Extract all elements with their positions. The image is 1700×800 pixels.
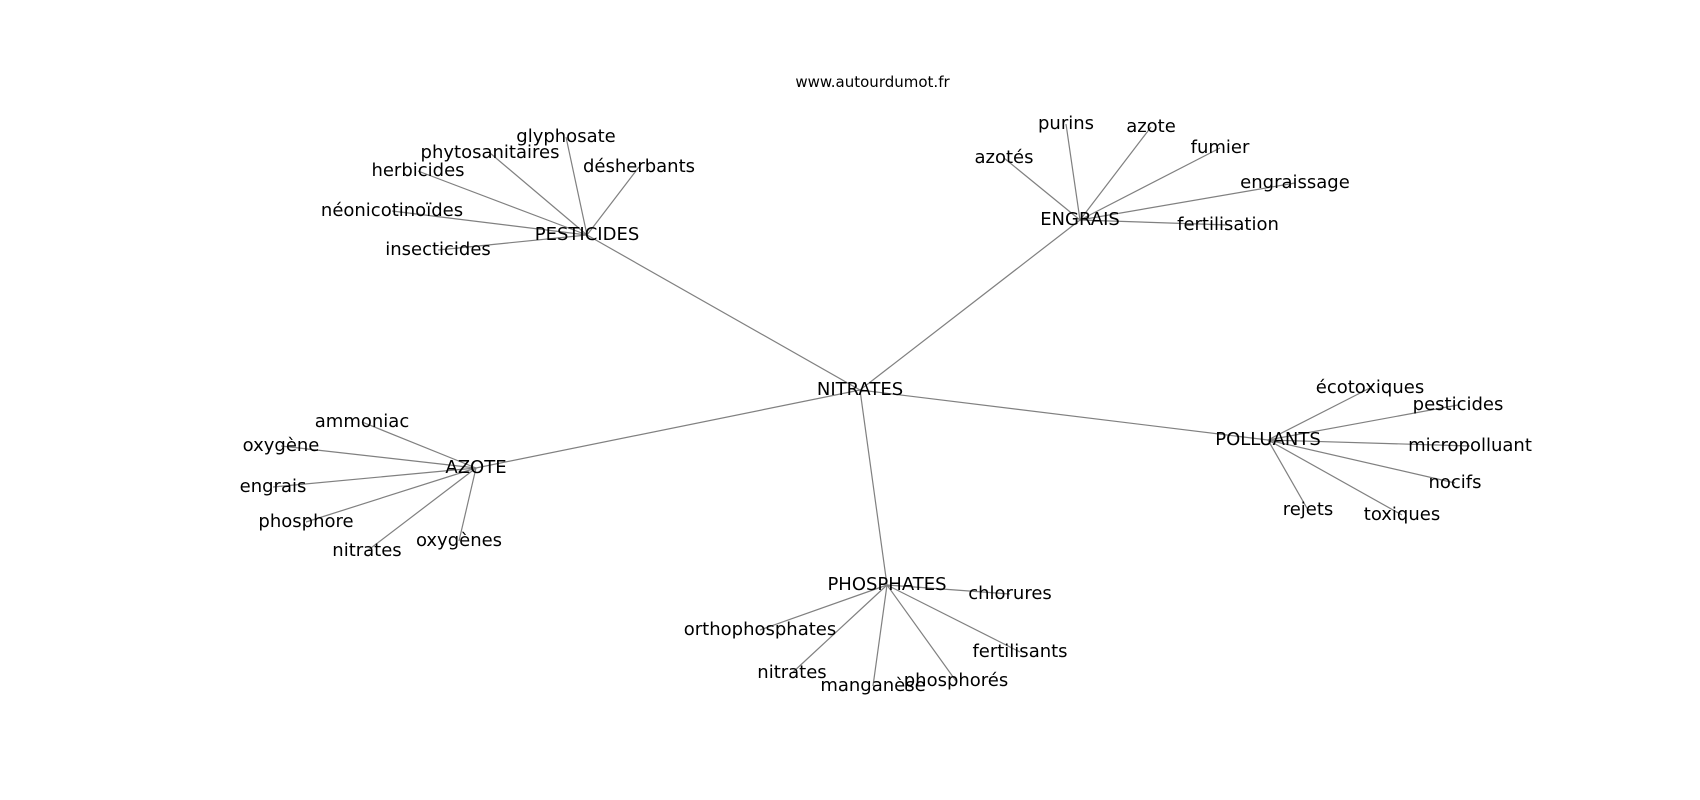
node-label-pesticides_p[interactable]: pesticides xyxy=(1413,394,1504,415)
node-label-ammoniac[interactable]: ammoniac xyxy=(315,411,409,432)
edge-engrais-azotes xyxy=(1003,157,1081,221)
node-label-desherbants[interactable]: désherbants xyxy=(583,156,695,177)
graph-edges xyxy=(272,123,1471,687)
graph-nodes: NITRATES PESTICIDES ENGRAIS AZOTE POLLUANTS P… xyxy=(240,113,1532,696)
edge-polluants-rejets xyxy=(1267,439,1309,511)
edge-engrais-fumier xyxy=(1079,147,1221,221)
edge-polluants-ecotoxiques xyxy=(1267,387,1371,441)
edge-azote_c-nitrates_a xyxy=(366,467,477,552)
node-label-azote_c[interactable]: AZOTE xyxy=(445,457,506,478)
node-label-rejets[interactable]: rejets xyxy=(1283,499,1334,520)
node-label-insecticides[interactable]: insecticides xyxy=(385,239,491,260)
node-label-nitrates_a[interactable]: nitrates xyxy=(332,540,401,561)
node-label-toxiques[interactable]: toxiques xyxy=(1364,504,1440,525)
edge-nitrates_c-polluants xyxy=(859,389,1269,441)
edge-nitrates_c-phosphates xyxy=(859,389,888,586)
node-label-nocifs[interactable]: nocifs xyxy=(1428,472,1481,493)
node-label-oxygene[interactable]: oxygène xyxy=(243,435,320,456)
edge-phosphates-manganese xyxy=(872,584,888,687)
edge-polluants-nocifs xyxy=(1267,439,1456,484)
node-label-phytosanitaires[interactable]: phytosanitaires xyxy=(421,142,560,163)
node-label-polluants[interactable]: POLLUANTS xyxy=(1215,429,1321,450)
node-label-phosphore[interactable]: phosphore xyxy=(258,511,353,532)
node-label-orthophosphates[interactable]: orthophosphates xyxy=(684,619,837,640)
edge-pesticides-glyphosate xyxy=(565,136,588,236)
edge-azote_c-oxygenes xyxy=(458,467,477,542)
edge-engrais-engraissage xyxy=(1079,182,1296,221)
edge-nitrates_c-pesticides xyxy=(586,234,861,391)
edge-azote_c-engrais_a xyxy=(272,467,477,488)
node-label-engraissage[interactable]: engraissage xyxy=(1240,172,1350,193)
node-label-chlorures[interactable]: chlorures xyxy=(968,583,1052,604)
edge-engrais-fertilisation xyxy=(1079,219,1229,226)
node-label-engrais_a[interactable]: engrais xyxy=(240,476,307,497)
node-label-ecotoxiques[interactable]: écotoxiques xyxy=(1316,377,1424,398)
edge-nitrates_c-azote_c xyxy=(475,389,861,469)
edge-phosphates-nitrates_p xyxy=(791,584,888,674)
edge-phosphates-fertilisants xyxy=(886,584,1021,653)
edge-phosphates-orthophosphates xyxy=(759,584,888,631)
source-caption: www.autourdumot.fr xyxy=(795,73,950,91)
node-label-azotes[interactable]: azotés xyxy=(974,147,1033,168)
node-label-phosphores[interactable]: phosphorés xyxy=(904,670,1009,691)
edge-azote_c-oxygene xyxy=(280,445,477,469)
edge-engrais-azote_e xyxy=(1079,126,1152,221)
node-label-phosphates[interactable]: PHOSPHATES xyxy=(827,574,946,595)
edge-polluants-pesticides_p xyxy=(1267,404,1459,441)
edge-pesticides-desherbants xyxy=(586,166,640,236)
node-label-glyphosate[interactable]: glyphosate xyxy=(516,126,615,147)
edge-engrais-purins xyxy=(1065,123,1081,221)
edge-pesticides-phytosanitaires xyxy=(489,152,588,236)
edge-phosphates-chlorures xyxy=(886,584,1011,595)
edge-pesticides-insecticides xyxy=(437,234,588,251)
node-label-fertilisants[interactable]: fertilisants xyxy=(972,641,1067,662)
node-label-purins[interactable]: purins xyxy=(1038,113,1094,134)
edge-polluants-toxiques xyxy=(1267,439,1403,516)
edge-nitrates_c-engrais xyxy=(859,219,1081,391)
node-label-azote_e[interactable]: azote xyxy=(1126,116,1176,137)
node-label-fertilisation[interactable]: fertilisation xyxy=(1177,214,1279,235)
node-label-nitrates_p[interactable]: nitrates xyxy=(757,662,826,683)
edge-azote_c-phosphore xyxy=(305,467,477,523)
edge-azote_c-ammoniac xyxy=(361,421,477,469)
node-label-fumier[interactable]: fumier xyxy=(1191,137,1250,158)
edge-pesticides-herbicides xyxy=(417,170,588,236)
node-label-neonicotinoides[interactable]: néonicotinoïdes xyxy=(321,200,463,221)
node-label-herbicides[interactable]: herbicides xyxy=(371,160,464,181)
node-label-pesticides[interactable]: PESTICIDES xyxy=(535,224,640,245)
edge-phosphates-phosphores xyxy=(886,584,957,682)
node-label-nitrates_c[interactable]: NITRATES xyxy=(817,379,903,400)
node-label-oxygenes[interactable]: oxygènes xyxy=(416,530,502,551)
edge-pesticides-neonicotinoides xyxy=(391,210,588,236)
edge-polluants-micropolluant xyxy=(1267,439,1471,447)
node-label-manganese[interactable]: manganèse xyxy=(820,675,925,696)
node-label-engrais[interactable]: ENGRAIS xyxy=(1040,209,1120,230)
node-label-micropolluant[interactable]: micropolluant xyxy=(1408,435,1532,456)
